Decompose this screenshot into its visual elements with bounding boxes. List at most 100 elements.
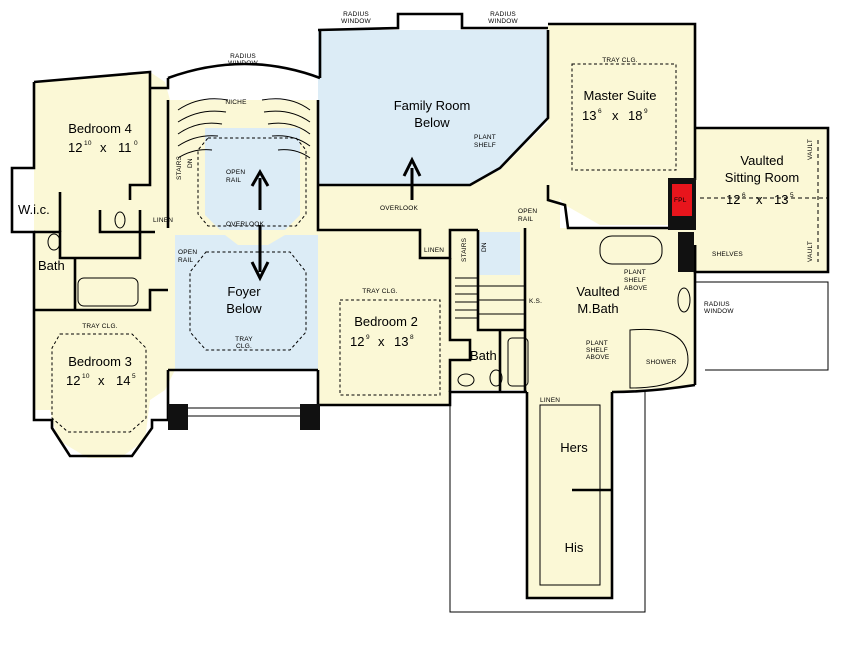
- label-plant-shelf-mb-1: PLANT: [624, 269, 646, 276]
- dims-bedroom4-wft: 12: [68, 140, 82, 155]
- dims-sitting-sep: x: [756, 192, 763, 207]
- label-bath-mid: Bath: [470, 348, 497, 363]
- label-family-1: Family Room: [394, 98, 471, 113]
- label-overlook-left: OVERLOOK: [226, 221, 265, 228]
- stair-treads: [455, 277, 525, 319]
- label-linen-left: LINEN: [153, 217, 173, 224]
- right-outline: [695, 281, 829, 371]
- bath2-toilet: [489, 369, 503, 387]
- label-linen-closet: LINEN: [540, 397, 560, 404]
- wall-family-bay: [318, 30, 550, 187]
- label-open-rail-c2: RAIL: [518, 216, 533, 223]
- wall-family-top: [317, 12, 548, 32]
- label-niche: NICHE: [225, 99, 247, 106]
- wall-closet: [525, 392, 614, 600]
- label-bedroom4: Bedroom 4: [68, 121, 132, 136]
- dims-bedroom3-din: 5: [132, 373, 136, 380]
- label-radius-window-3a: RADIUS: [230, 53, 256, 60]
- vault-lines: [700, 140, 828, 262]
- dims-master-wft: 13: [582, 108, 596, 123]
- wall-bedroom4-top: [33, 70, 152, 88]
- label-overlook-center: OVERLOOK: [380, 205, 419, 212]
- wall-stair-top: [150, 78, 170, 90]
- label-hers: Hers: [560, 440, 588, 455]
- stair-below-small: [478, 232, 520, 275]
- dims-sitting-din: 5: [790, 192, 794, 199]
- label-mbath-1: Vaulted: [576, 284, 619, 299]
- exterior-walls: [10, 12, 830, 600]
- wall-master-top: [548, 22, 697, 128]
- label-shower: SHOWER: [646, 359, 677, 366]
- radius-window-stair: [167, 62, 321, 80]
- dims-master-sep: x: [612, 108, 619, 123]
- dims-sitting-dft: 13: [774, 192, 788, 207]
- label-bedroom2: Bedroom 2: [354, 314, 418, 329]
- dims-bedroom4-win: 10: [84, 140, 92, 147]
- wall-master-bottom: [546, 185, 695, 230]
- label-sitting-2: Sitting Room: [725, 170, 799, 185]
- dims-master-din: 9: [644, 108, 648, 115]
- dims-master-win: 6: [598, 108, 602, 115]
- wall-bay-bedroom3: [32, 258, 170, 458]
- wall-stair-right: [316, 100, 340, 232]
- label-ks: K.S.: [529, 298, 542, 305]
- sink-master: [677, 287, 691, 313]
- floor-closet: [527, 390, 612, 598]
- label-linen-mid: LINEN: [424, 247, 444, 254]
- closet-shelf-hers: [539, 404, 601, 586]
- label-plant-shelf-mb2-3: ABOVE: [586, 354, 610, 361]
- label-dn-left: DN: [187, 158, 194, 168]
- floor-fill: [34, 24, 828, 598]
- sink-left: [47, 233, 61, 251]
- label-tray-master: TRAY CLG.: [602, 57, 638, 64]
- shelves-block: [678, 232, 694, 272]
- dims-bedroom3-wft: 12: [66, 373, 80, 388]
- label-bedroom3: Bedroom 3: [68, 354, 132, 369]
- foyer-below: [175, 235, 318, 370]
- label-radius-window-2a: RADIUS: [490, 11, 516, 18]
- label-fpl: FPL: [674, 197, 687, 204]
- arrow-down-foyer: [250, 225, 270, 282]
- entry-porch: [168, 404, 320, 430]
- dims-bedroom3-win: 10: [82, 373, 90, 380]
- label-plant-shelf-mb-2: SHELF: [624, 277, 646, 284]
- label-open-rail-b2: RAIL: [178, 257, 193, 264]
- label-family-2: Below: [414, 115, 450, 130]
- tray-bedroom2: [339, 299, 441, 396]
- label-open-rail-a2: RAIL: [226, 177, 241, 184]
- wall-bed2-right: [448, 258, 472, 392]
- wall-bath-left: [75, 230, 155, 260]
- label-foyer-2: Below: [226, 301, 262, 316]
- curved-stair-left: [177, 98, 229, 159]
- dims-sitting-win: 6: [742, 192, 746, 199]
- label-vault-2: VAULT: [807, 241, 814, 262]
- arrow-up-family: [402, 156, 422, 200]
- tub-master: [599, 235, 663, 265]
- label-radius-window-3b: WINDOW: [228, 60, 258, 67]
- label-wic: W.i.c.: [18, 202, 50, 217]
- label-bath-left: Bath: [38, 258, 65, 273]
- dims-bedroom2-din: 8: [410, 334, 414, 341]
- overlook-rail: [197, 137, 307, 227]
- curved-stair-right: [261, 98, 311, 159]
- label-radius-window-2b: WINDOW: [488, 18, 518, 25]
- label-plant-shelf-mb2-2: SHELF: [586, 347, 608, 354]
- label-mbath-2: M.Bath: [577, 301, 618, 316]
- dims-bedroom4-din: 0: [134, 140, 138, 147]
- bath2-tub: [507, 337, 529, 387]
- dims-bedroom3-sep: x: [98, 373, 105, 388]
- label-foyer-clg: CLG.: [236, 343, 252, 350]
- arrow-up-stair: [250, 168, 270, 210]
- floor-mbath: [525, 228, 695, 392]
- label-his: His: [565, 540, 584, 555]
- floor-left-wing: [34, 72, 175, 458]
- floor-sitting: [695, 128, 828, 272]
- label-stairs-mid: STAIRS: [461, 237, 468, 262]
- tray-master: [571, 63, 677, 171]
- label-radius-window-1b: WINDOW: [341, 18, 371, 25]
- label-plant-shelf-mb2-1: PLANT: [586, 340, 608, 347]
- dims-bedroom2-dft: 13: [394, 334, 408, 349]
- label-vault-1: VAULT: [807, 139, 814, 160]
- dims-bedroom4-dft: 11: [118, 140, 132, 155]
